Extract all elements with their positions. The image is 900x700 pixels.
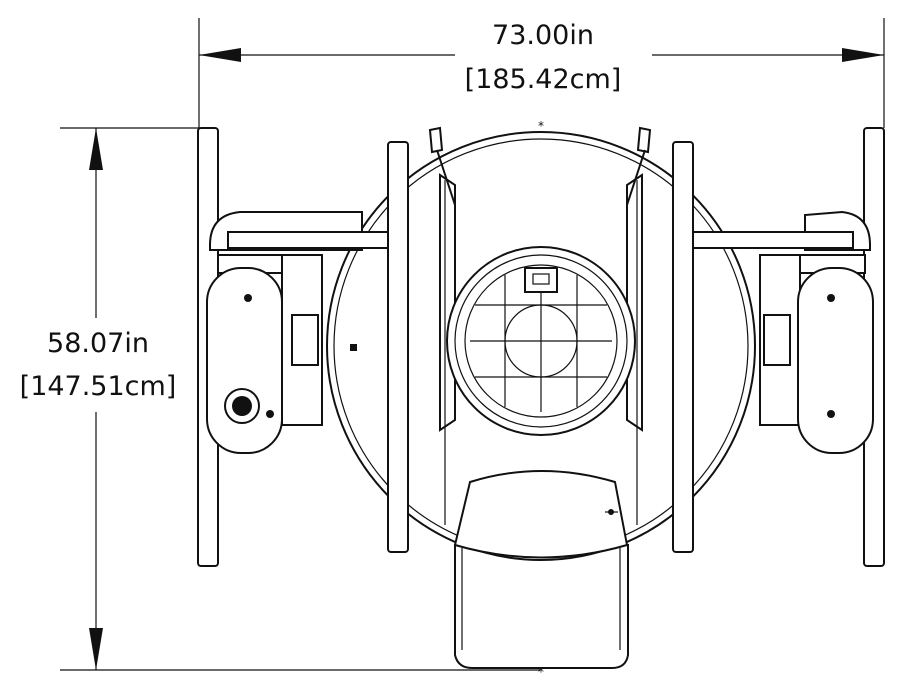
height-metric-label: [147.51cm]: [20, 371, 177, 402]
center-mark-bottom: *: [538, 665, 544, 679]
left-motor-housing: [206, 267, 283, 454]
panel-bracket-right: [626, 173, 643, 432]
height-imperial-label: 58.07in: [47, 328, 149, 359]
porthole-hatch-inner: [532, 273, 550, 285]
height-arrowhead-bottom: [89, 628, 103, 670]
left-motor-assembly: [206, 211, 389, 454]
right-motor-bolt-2: [827, 410, 835, 418]
height-dimension: 58.07in [147.51cm]: [20, 127, 540, 671]
left-motor-knob-center: [232, 396, 252, 416]
machine-body: *: [197, 119, 885, 679]
height-arrowhead-top: [89, 128, 103, 170]
right-crossbar: [692, 231, 854, 249]
width-metric-label: [185.42cm]: [465, 64, 622, 95]
latch-left: [428, 126, 444, 154]
porthole-ring-3: [464, 264, 618, 418]
right-motor-bolt-1: [827, 294, 835, 302]
left-motor-knob[interactable]: [224, 388, 260, 424]
rail-inner-left: [387, 141, 409, 553]
width-arrowhead-right: [842, 48, 884, 62]
right-motor-coupler: [763, 314, 791, 366]
right-motor-assembly: [692, 210, 874, 454]
latch-arm-right: [626, 149, 646, 206]
lower-door: [453, 470, 629, 559]
left-motor-coupler: [291, 314, 319, 366]
drum-marker: [350, 344, 357, 351]
porthole-ring-2: [454, 254, 628, 428]
latch-arm-left: [436, 149, 456, 206]
left-motor-bolt-1: [244, 294, 252, 302]
left-crossbar: [227, 231, 389, 249]
porthole-center-circle: [504, 304, 578, 378]
width-arrowhead-left: [199, 48, 241, 62]
latch-right: [636, 126, 652, 154]
bottom-chute: [454, 544, 629, 669]
center-mark-top: *: [538, 119, 544, 133]
panel-bracket-left: [439, 173, 456, 432]
door-handle-dot: [608, 509, 614, 515]
porthole-hatch: [524, 267, 558, 293]
rail-inner-right: [672, 141, 694, 553]
width-dimension: 73.00in [185.42cm]: [198, 18, 885, 128]
right-motor-housing: [797, 267, 874, 454]
left-motor-bolt-2: [266, 410, 274, 418]
width-imperial-label: 73.00in: [492, 20, 594, 51]
